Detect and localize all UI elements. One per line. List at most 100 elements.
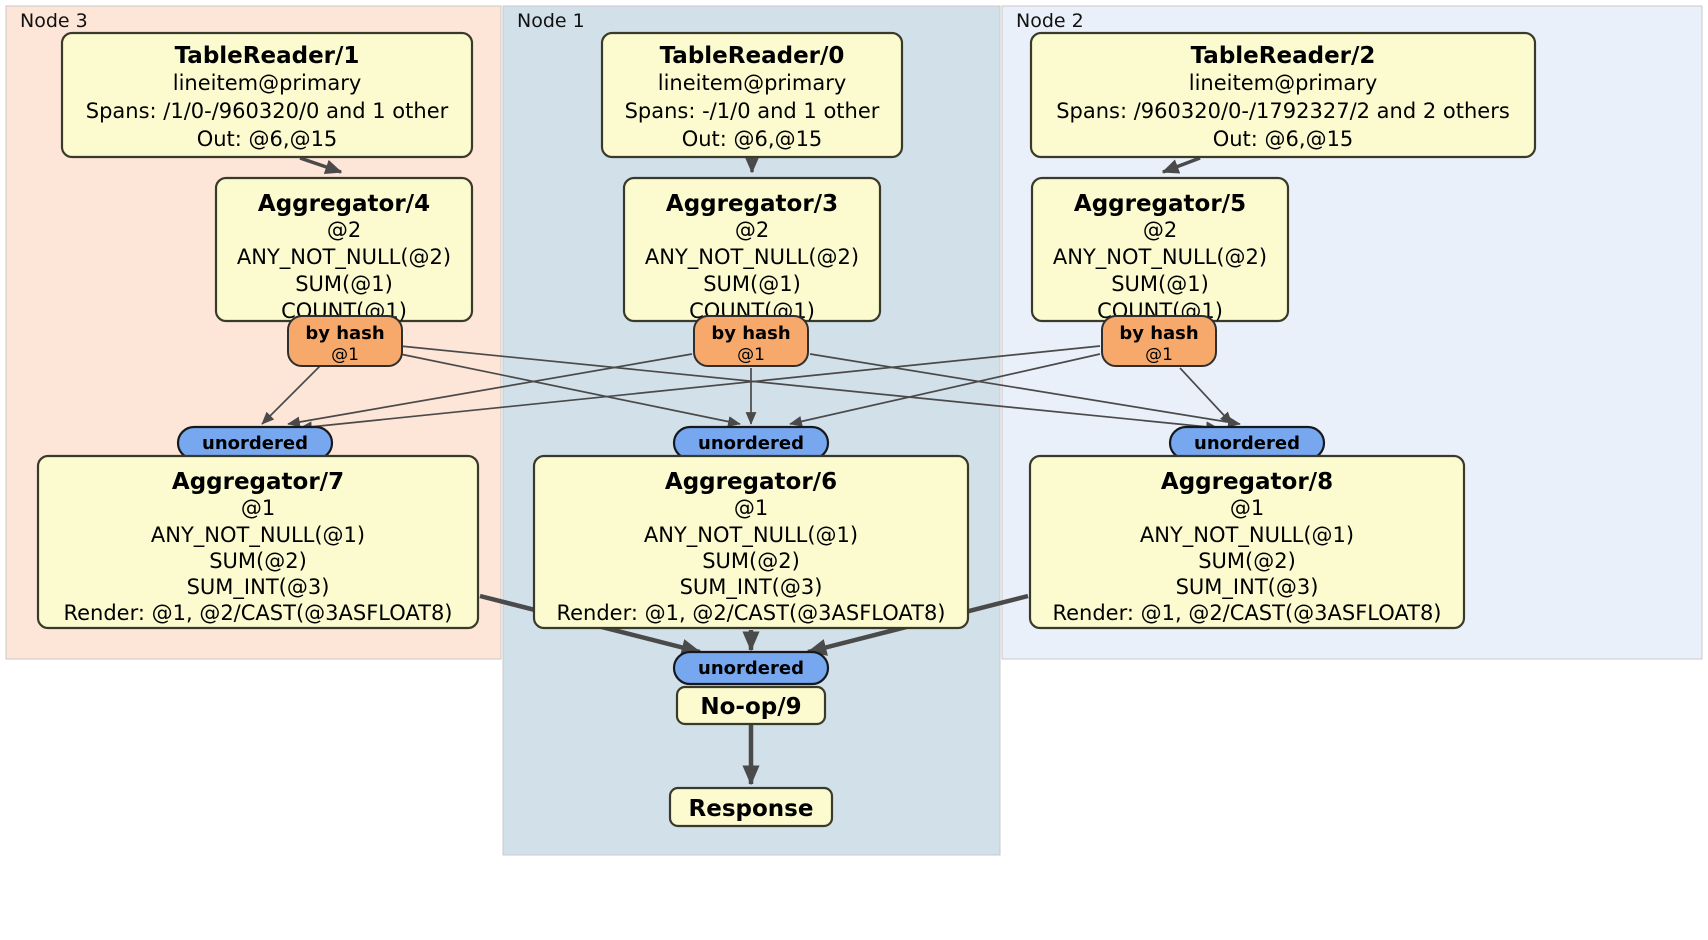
tablereader1-line-0: lineitem@primary (173, 71, 362, 95)
aggregator8-line-4: Render: @1, @2/CAST(@3ASFLOAT8) (1052, 601, 1441, 625)
aggregator8-box[interactable] (1028, 454, 1466, 630)
hash-badge-3[interactable]: by hash @1 (693, 315, 809, 367)
aggregator6-line-1: ANY_NOT_NULL(@1) (644, 523, 858, 548)
processor-response[interactable]: Response (668, 786, 834, 828)
processor-aggregator-7[interactable]: Aggregator/7 @1 ANY_NOT_NULL(@1) SUM(@2)… (36, 454, 480, 630)
unordered-right-label: unordered (1194, 433, 1300, 454)
processor-aggregator-5[interactable]: Aggregator/5 @2 ANY_NOT_NULL(@2) SUM(@1)… (1030, 176, 1290, 323)
unordered-badge-right[interactable]: unordered (1168, 425, 1326, 461)
tablereader1-box[interactable] (60, 31, 474, 159)
edge-tablereader2-to-aggregator5 (1161, 156, 1201, 174)
noop9-box[interactable] (675, 685, 827, 726)
aggregator7-box[interactable] (36, 454, 480, 630)
aggregator6-line-4: Render: @1, @2/CAST(@3ASFLOAT8) (556, 601, 945, 625)
aggregator8-line-3: SUM_INT(@3) (1176, 575, 1319, 600)
aggregator7-line-4: Render: @1, @2/CAST(@3ASFLOAT8) (63, 601, 452, 625)
unordered-final-shape[interactable] (672, 650, 830, 686)
by-hash-4-sub: @1 (331, 345, 359, 365)
by-hash-5-label: by hash (1119, 323, 1198, 344)
by-hash-5-sub: @1 (1145, 345, 1173, 365)
aggregator4-title: Aggregator/4 (258, 191, 430, 217)
tablereader1-line-1: Spans: /1/0-/960320/0 and 1 other (86, 99, 449, 123)
processor-tablereader-1[interactable]: TableReader/1 lineitem@primary Spans: /1… (60, 31, 474, 159)
tablereader0-line-1: Spans: -/1/0 and 1 other (625, 99, 880, 123)
aggregator7-title: Aggregator/7 (172, 469, 344, 495)
edge-hash4-to-unordered-left (261, 365, 321, 425)
aggregator8-line-0: @1 (1230, 496, 1264, 520)
aggregator3-line-2: SUM(@1) (703, 272, 801, 296)
edge-hash4-to-unordered-right (399, 345, 1219, 433)
processor-noop-9[interactable]: No-op/9 (675, 685, 827, 726)
aggregator6-line-3: SUM_INT(@3) (680, 575, 823, 600)
tablereader1-line-2: Out: @6,@15 (197, 127, 338, 151)
unordered-badge-left[interactable]: unordered (176, 425, 334, 461)
aggregator4-line-1: ANY_NOT_NULL(@2) (237, 245, 451, 270)
tablereader0-title: TableReader/0 (660, 43, 845, 69)
aggregator6-title: Aggregator/6 (665, 469, 837, 495)
aggregator8-title: Aggregator/8 (1161, 469, 1333, 495)
by-hash-4-shape[interactable] (287, 315, 403, 367)
processor-aggregator-8[interactable]: Aggregator/8 @1 ANY_NOT_NULL(@1) SUM(@2)… (1028, 454, 1466, 630)
noop9-title: No-op/9 (700, 694, 801, 720)
tablereader2-line-2: Out: @6,@15 (1213, 127, 1354, 151)
by-hash-5-shape[interactable] (1101, 315, 1217, 367)
aggregator6-line-0: @1 (734, 496, 768, 520)
processor-aggregator-6[interactable]: Aggregator/6 @1 ANY_NOT_NULL(@1) SUM(@2)… (532, 454, 970, 630)
aggregator3-title: Aggregator/3 (666, 191, 838, 217)
tablereader0-line-2: Out: @6,@15 (682, 127, 823, 151)
edge-hash3-to-unordered-right (809, 353, 1241, 428)
unordered-final-label: unordered (698, 658, 804, 679)
edge-hash3-to-unordered-left (287, 353, 693, 428)
edge-hash5-to-unordered-right (1179, 367, 1233, 425)
aggregator5-line-0: @2 (1143, 218, 1177, 242)
aggregator5-title: Aggregator/5 (1074, 191, 1246, 217)
aggregator7-line-2: SUM(@2) (209, 549, 307, 573)
unordered-badge-center[interactable]: unordered (672, 425, 830, 461)
tablereader2-box[interactable] (1029, 31, 1537, 159)
aggregator4-line-2: SUM(@1) (295, 272, 393, 296)
node3-panel-label: Node 3 (20, 10, 88, 32)
node2-panel-label: Node 2 (1016, 10, 1084, 32)
tablereader0-line-0: lineitem@primary (658, 71, 847, 95)
node1-panel-label: Node 1 (517, 10, 585, 32)
response-title: Response (689, 796, 814, 822)
unordered-left-label: unordered (202, 433, 308, 454)
aggregator7-line-1: ANY_NOT_NULL(@1) (151, 523, 365, 548)
edge-hash5-to-unordered-center (789, 353, 1101, 427)
response-box[interactable] (668, 786, 834, 828)
aggregator6-box[interactable] (532, 454, 970, 630)
by-hash-3-shape[interactable] (693, 315, 809, 367)
hash-badge-4[interactable]: by hash @1 (287, 315, 403, 367)
tablereader1-title: TableReader/1 (175, 43, 360, 69)
aggregator7-line-0: @1 (241, 496, 275, 520)
tablereader2-title: TableReader/2 (1191, 43, 1376, 69)
unordered-center-label: unordered (698, 433, 804, 454)
edge-tablereader1-to-aggregator4 (299, 156, 343, 175)
by-hash-3-sub: @1 (737, 345, 765, 365)
edge-hash5-to-unordered-left (299, 345, 1101, 433)
processor-tablereader-2[interactable]: TableReader/2 lineitem@primary Spans: /9… (1029, 31, 1537, 159)
edges-reader-to-agg (299, 156, 1201, 175)
processor-aggregator-4[interactable]: Aggregator/4 @2 ANY_NOT_NULL(@2) SUM(@1)… (214, 176, 474, 323)
by-hash-4-label: by hash (305, 323, 384, 344)
aggregator8-line-2: SUM(@2) (1198, 549, 1296, 573)
tablereader2-line-0: lineitem@primary (1189, 71, 1378, 95)
edges-hash-to-unordered (261, 345, 1241, 433)
aggregator4-line-0: @2 (327, 218, 361, 242)
aggregator3-line-1: ANY_NOT_NULL(@2) (645, 245, 859, 270)
aggregator6-line-2: SUM(@2) (702, 549, 800, 573)
aggregator8-line-1: ANY_NOT_NULL(@1) (1140, 523, 1354, 548)
processor-tablereader-0[interactable]: TableReader/0 lineitem@primary Spans: -/… (600, 31, 904, 159)
hash-badge-5[interactable]: by hash @1 (1101, 315, 1217, 367)
aggregator5-line-1: ANY_NOT_NULL(@2) (1053, 245, 1267, 270)
aggregator5-line-2: SUM(@1) (1111, 272, 1209, 296)
aggregator3-line-0: @2 (735, 218, 769, 242)
unordered-badge-final[interactable]: unordered (672, 650, 830, 686)
edge-hash4-to-unordered-center (399, 353, 741, 427)
tablereader2-line-1: Spans: /960320/0-/1792327/2 and 2 others (1056, 99, 1510, 123)
by-hash-3-label: by hash (711, 323, 790, 344)
tablereader0-box[interactable] (600, 31, 904, 159)
processor-aggregator-3[interactable]: Aggregator/3 @2 ANY_NOT_NULL(@2) SUM(@1)… (622, 176, 882, 323)
